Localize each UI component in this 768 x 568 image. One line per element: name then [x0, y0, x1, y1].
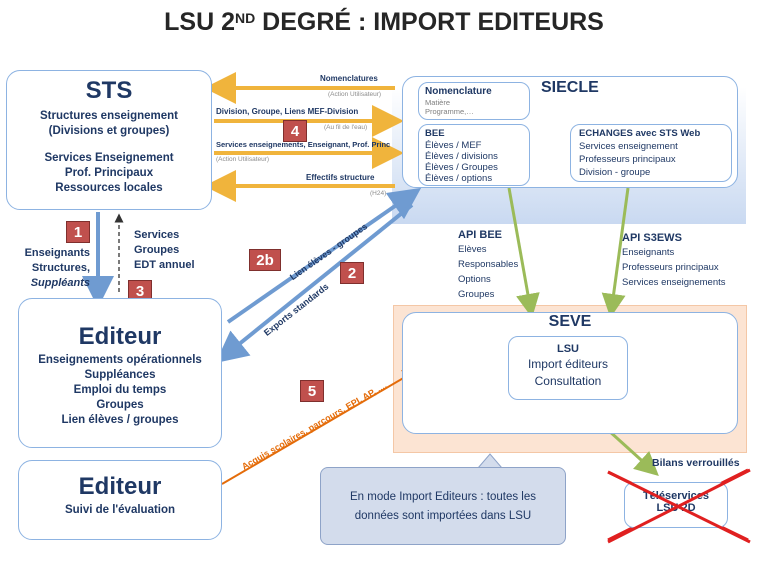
- echanges-box: ECHANGES avec STS Web Services enseignem…: [570, 124, 732, 182]
- sts-line-6: Ressources locales: [55, 182, 163, 194]
- lsu-title: LSU: [557, 343, 579, 355]
- flow-services-label: Services enseignements, Enseignant, Prof…: [216, 140, 391, 149]
- editeur1-title: Editeur: [78, 323, 162, 350]
- sts-line-5: Prof. Principaux: [64, 167, 154, 179]
- bee-item-2: Élèves / divisions: [425, 151, 498, 162]
- api-s3ews-item-2: Professeurs principaux: [622, 262, 719, 273]
- lsu-line-2: Consultation: [534, 374, 602, 388]
- nomenclature-item-1: Matière: [425, 98, 451, 107]
- sts-title: STS: [85, 77, 133, 104]
- sts-line-1: Structures enseignement: [39, 110, 179, 122]
- right-flow-line-1: Services: [134, 229, 180, 241]
- api-bee: API BEE Elèves Responsables Options Grou…: [458, 229, 518, 302]
- nomenclature-title: Nomenclature: [425, 86, 492, 97]
- note-text: En mode Import Editeurs : toutes les don…: [349, 491, 536, 522]
- flow-effectifs-label: Effectifs structure: [306, 173, 375, 182]
- right-flow-line-3: EDT annuel: [134, 259, 195, 271]
- editeur1-line-3: Emploi du temps: [73, 384, 167, 396]
- editeur-box-2: Editeur Suivi de l'évaluation: [18, 460, 222, 540]
- editeur1-line-4: Groupes: [96, 399, 144, 411]
- page-title: LSU 2ND DEGRÉ : IMPORT EDITEURS: [164, 8, 604, 36]
- echanges-item-3: Division - groupe: [579, 167, 651, 178]
- bee-title: BEE: [425, 128, 445, 139]
- sts-line-3: [7, 139, 211, 151]
- left-flow-line-3: Suppléants: [30, 277, 90, 289]
- api-s3ews-item-3: Services enseignements: [622, 277, 726, 288]
- arrow-bee-seve: [507, 187, 540, 318]
- flow-nomenclatures-note: (Action Utilisateur): [328, 91, 382, 98]
- api-bee-item-3: Options: [458, 274, 491, 285]
- editeur2-title: Editeur: [78, 473, 162, 500]
- echanges-item-2: Professeurs principaux: [579, 154, 676, 165]
- badge-5: 5: [300, 380, 324, 402]
- nomenclature-box: Nomenclature Matière Programme,…: [418, 82, 530, 120]
- teleservices-line-1: Téléservices: [642, 490, 710, 502]
- api-bee-title: API BEE: [458, 229, 503, 241]
- siecle-title: SIECLE: [541, 79, 599, 96]
- api-s3ews: API S3EWS Enseignants Professeurs princi…: [622, 232, 726, 290]
- editeur1-line-5: Lien élèves / groupes: [61, 414, 179, 426]
- flow-effectifs-note: (H24): [370, 190, 387, 197]
- flow-nomenclatures-label: Nomenclatures: [320, 74, 378, 83]
- note-box: En mode Import Editeurs : toutes les don…: [320, 467, 566, 545]
- teleservices-line-2: LSU 2D: [656, 502, 696, 514]
- arrow-acquis: [221, 368, 419, 485]
- badge-1: 1: [66, 221, 90, 243]
- flow-division-label: Division, Groupe, Liens MEF-Division: [216, 107, 359, 116]
- arrow-lien-eleves: [226, 187, 422, 324]
- note-pointer: [476, 453, 504, 469]
- badge-4: 4: [283, 120, 307, 142]
- flow-services-note: (Action Utilisateur): [216, 156, 270, 163]
- sts-box: STS Structures enseignement (Divisions e…: [6, 70, 212, 210]
- arrow-s3ews-seve: [601, 187, 630, 318]
- left-flow-labels: Enseignants Structures, Suppléants: [4, 246, 90, 291]
- editeur1-line-1: Enseignements opérationnels: [38, 354, 202, 366]
- nomenclature-item-2: Programme,…: [425, 107, 474, 116]
- sts-line-4: Services Enseignement: [44, 152, 174, 164]
- lsu-box: LSU Import éditeurs Consultation: [508, 336, 628, 400]
- bee-item-1: Élèves / MEF: [425, 140, 482, 151]
- api-bee-item-2: Responsables: [458, 259, 519, 270]
- flow-division-note: (Au fil de l'eau): [324, 124, 368, 131]
- right-flow-labels: Services Groupes EDT annuel: [134, 228, 195, 273]
- sts-line-2: (Divisions et groupes): [48, 125, 170, 137]
- left-flow-line-1: Enseignants: [24, 247, 90, 259]
- right-flow-line-2: Groupes: [134, 244, 180, 256]
- bee-box: BEE Élèves / MEF Élèves / divisions Élèv…: [418, 124, 530, 186]
- editeur2-line: Suivi de l'évaluation: [64, 504, 176, 516]
- bilans-label: Bilans verrouillés: [652, 457, 740, 469]
- left-flow-line-2: Structures,: [31, 262, 90, 274]
- api-bee-item-4: Groupes: [458, 289, 495, 300]
- echanges-item-1: Services enseignement: [579, 141, 678, 152]
- arrow-exports: [215, 203, 414, 364]
- bee-item-3: Élèves / Groupes: [425, 162, 498, 173]
- badge-2: 2: [340, 262, 364, 284]
- editeur-box-1: Editeur Enseignements opérationnels Supp…: [18, 298, 222, 448]
- badge-2b: 2b: [249, 249, 281, 271]
- teleservices-box: Téléservices LSU 2D: [624, 482, 728, 528]
- api-s3ews-title: API S3EWS: [622, 232, 682, 244]
- bee-item-4: Élèves / options: [425, 173, 493, 184]
- arrow-seve-teleservices: [606, 428, 659, 477]
- api-bee-item-1: Elèves: [458, 244, 487, 255]
- echanges-title: ECHANGES avec STS Web: [579, 128, 701, 139]
- editeur1-line-2: Suppléances: [84, 369, 156, 381]
- api-s3ews-item-1: Enseignants: [622, 247, 675, 258]
- lsu-line-1: Import éditeurs: [527, 357, 609, 371]
- seve-title: SEVE: [548, 313, 592, 330]
